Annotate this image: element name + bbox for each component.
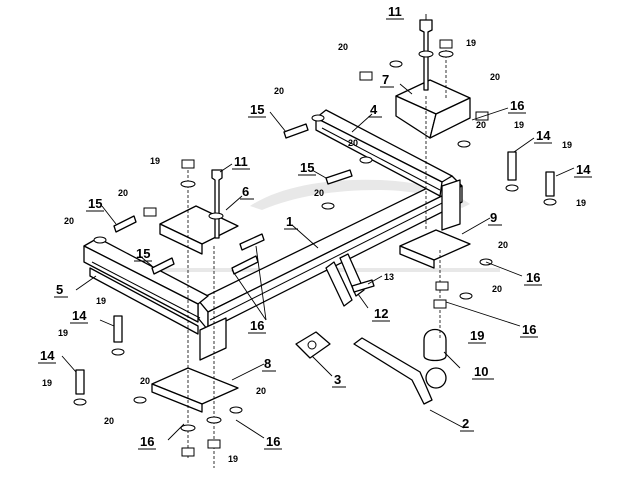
callout-1: 1 xyxy=(286,214,293,229)
callout-19-farright: 19 xyxy=(562,140,572,150)
callout-16-top: 16 xyxy=(510,98,524,113)
callout-4: 4 xyxy=(370,102,378,117)
callout-19-left-mid: 19 xyxy=(58,328,68,338)
callout-8: 8 xyxy=(264,356,271,371)
callout-underlines xyxy=(38,18,592,450)
callout-15-center: 15 xyxy=(300,160,314,175)
callout-11-top: 11 xyxy=(388,4,402,19)
callout-10: 10 xyxy=(474,364,488,379)
callout-19-farright-lower: 19 xyxy=(576,198,586,208)
callout-15-left: 15 xyxy=(88,196,102,211)
callout-15-mid: 15 xyxy=(136,246,150,261)
left-bracket xyxy=(159,205,239,255)
callout-16-right-lower: 16 xyxy=(522,322,536,337)
callout-14-right: 14 xyxy=(536,128,551,143)
callout-16-right-upper: 16 xyxy=(526,270,540,285)
left-side-member xyxy=(83,237,209,335)
callout-3: 3 xyxy=(334,372,341,387)
callout-19-top: 19 xyxy=(466,38,476,48)
callout-19-bottom: 19 xyxy=(228,454,238,464)
bottom-bracket xyxy=(151,317,239,413)
callout-14-farright: 14 xyxy=(576,162,591,177)
callout-labels: 1 2 3 4 5 6 7 8 9 10 11 11 12 13 14 14 1… xyxy=(40,4,591,464)
callout-9: 9 xyxy=(490,210,497,225)
callout-7: 7 xyxy=(382,72,389,87)
callout-20-k: 20 xyxy=(140,376,150,386)
callout-19-left-upper: 19 xyxy=(96,296,106,306)
tow-ball-neck xyxy=(353,337,447,405)
callout-20-f: 20 xyxy=(64,216,74,226)
callout-5: 5 xyxy=(56,282,63,297)
socket-plate xyxy=(295,331,331,359)
callout-20-m: 20 xyxy=(104,416,114,426)
horizontal-bolts xyxy=(75,123,555,395)
callout-16-bottom-left: 16 xyxy=(140,434,154,449)
callout-6: 6 xyxy=(242,184,249,199)
callout-11-left: 11 xyxy=(234,154,248,169)
callout-20-c: 20 xyxy=(490,72,500,82)
callout-19-left: 19 xyxy=(150,156,160,166)
callout-2: 2 xyxy=(462,416,469,431)
right-lower-bracket xyxy=(399,179,471,269)
callout-20-e: 20 xyxy=(118,188,128,198)
callout-19-right: 19 xyxy=(514,120,524,130)
tow-ball-cap xyxy=(423,328,447,362)
callout-20-h: 20 xyxy=(348,138,358,148)
callout-16-bottom-right: 16 xyxy=(266,434,280,449)
callout-14-left-upper: 14 xyxy=(72,308,87,323)
callout-20-l: 20 xyxy=(256,386,266,396)
callout-20-g: 20 xyxy=(314,188,324,198)
top-right-bracket xyxy=(395,79,471,139)
callout-20-i: 20 xyxy=(498,240,508,250)
callout-15-top: 15 xyxy=(250,102,264,117)
callout-20-d: 20 xyxy=(476,120,486,130)
callout-16-center: 16 xyxy=(250,318,264,333)
callout-20-a: 20 xyxy=(338,42,348,52)
callout-14-left-lower: 14 xyxy=(40,348,55,363)
right-side-member xyxy=(315,109,453,197)
callout-13: 13 xyxy=(384,272,394,282)
callout-20-j: 20 xyxy=(492,284,502,294)
callout-19-left-lower: 19 xyxy=(42,378,52,388)
callout-19-right-mid: 19 xyxy=(470,328,484,343)
callout-20-b: 20 xyxy=(274,86,284,96)
callout-12: 12 xyxy=(374,306,388,321)
